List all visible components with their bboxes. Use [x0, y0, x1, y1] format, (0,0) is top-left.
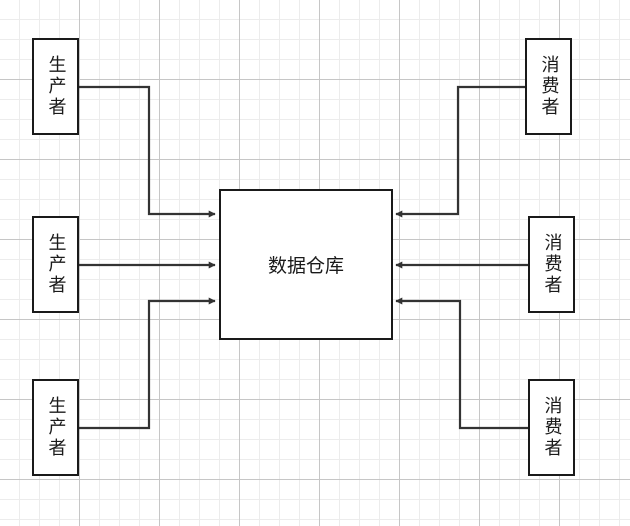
consumer-node-2[interactable]: 消费者: [528, 216, 575, 313]
consumer-node-1[interactable]: 消费者: [525, 38, 572, 135]
producer-label: 生产者: [45, 396, 67, 459]
consumer-label: 消费者: [538, 55, 560, 118]
consumer-1-arrow: [395, 85, 525, 218]
consumer-label: 消费者: [541, 396, 563, 459]
producer-node-1[interactable]: 生产者: [32, 38, 79, 135]
data-warehouse-label: 数据仓库: [267, 255, 344, 277]
producer-label: 生产者: [45, 233, 67, 296]
producer-node-2[interactable]: 生产者: [32, 216, 79, 313]
producer-label: 生产者: [45, 55, 67, 118]
data-warehouse-node[interactable]: 数据仓库: [219, 189, 393, 340]
consumer-node-3[interactable]: 消费者: [528, 379, 575, 476]
consumer-3-arrow: [395, 297, 528, 430]
producer-3-arrow: [79, 297, 216, 430]
producer-1-arrow: [79, 85, 216, 218]
consumer-label: 消费者: [541, 233, 563, 296]
producer-node-3[interactable]: 生产者: [32, 379, 79, 476]
